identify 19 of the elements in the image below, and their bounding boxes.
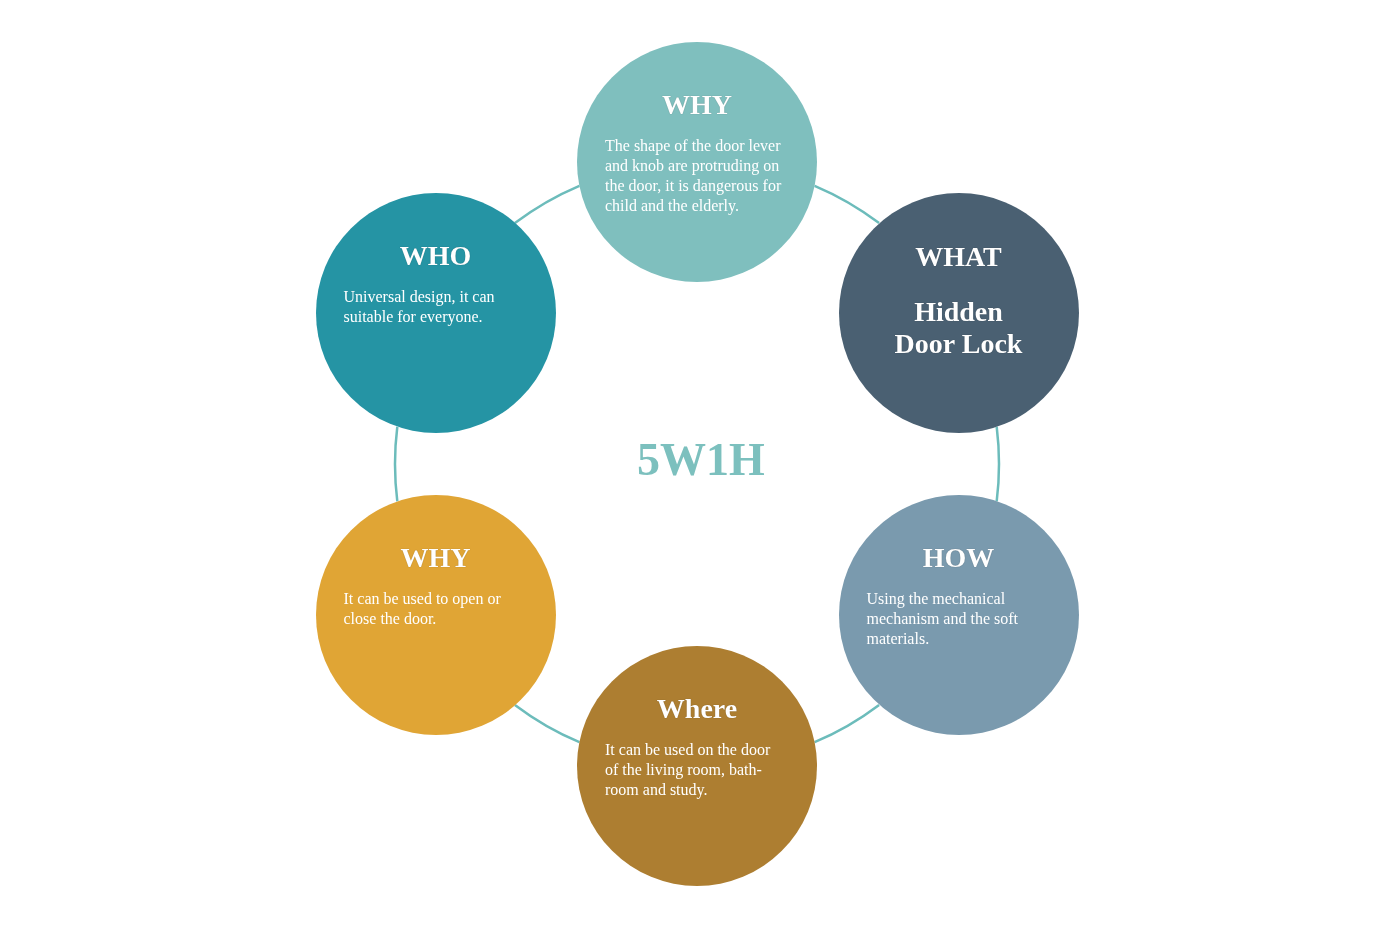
connector-arc [814,703,880,744]
circle-text: Universal design, it can suitable for everyone. [343,287,496,327]
circle-text: The shape of the door lever and knob are protruding on the door, it is dangerous for child and the elderly. [605,136,783,216]
circle-text: Using the mechanical mechanism and the soft materials. [866,589,1019,649]
circle-text: It can be used to open or close the door. [343,589,502,629]
circle-subheading: Hidden Door Lock [893,296,1024,360]
connector-arc [393,426,399,502]
circle-heading: HOW [922,541,995,575]
circle-heading: WHAT [915,240,1002,274]
center-label: 5W1H [637,434,765,486]
circle-heading: WHY [400,541,471,575]
connector-arc [514,184,580,225]
circle-heading: Where [656,692,738,726]
circle-text: It can be used on the door of the living room, bath-room and study. [605,740,772,800]
circle-heading: WHO [399,239,472,273]
connector-arc [995,426,1001,502]
connector-arc [814,184,880,225]
circle-heading: WHY [662,88,732,122]
connector-arc [514,703,580,744]
